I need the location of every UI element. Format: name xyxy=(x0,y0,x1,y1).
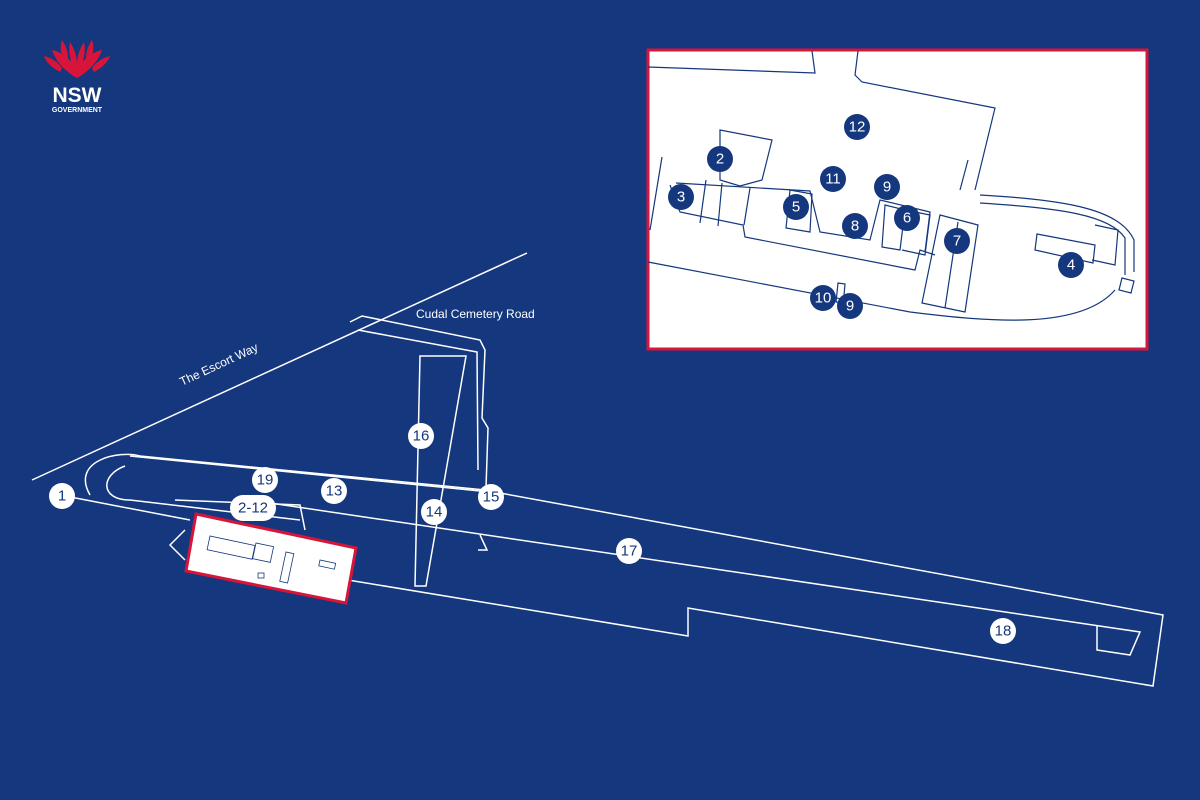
map-marker[interactable]: 7 xyxy=(944,228,970,254)
loop-road xyxy=(59,453,486,521)
map-marker[interactable]: 10 xyxy=(810,285,836,311)
map-marker[interactable]: 8 xyxy=(842,213,868,239)
map-marker[interactable]: 4 xyxy=(1058,252,1084,278)
cemetery-road xyxy=(349,315,489,489)
marker-label: 17 xyxy=(621,543,638,560)
inset-map: 12 2 11 9 3 5 xyxy=(646,48,1149,351)
map-marker[interactable]: 1 xyxy=(49,483,75,509)
inset-outlines xyxy=(647,50,1135,321)
cemetery-road-label: Cudal Cemetery Road xyxy=(416,307,535,321)
map-marker[interactable]: 6 xyxy=(894,205,920,231)
map-marker[interactable]: 9 xyxy=(837,293,863,319)
marker-label: 16 xyxy=(413,428,430,445)
marker-label: 9 xyxy=(846,298,854,315)
marker-label: 12 xyxy=(849,119,866,136)
logo-sub-text: GOVERNMENT xyxy=(52,107,103,114)
waratah-icon xyxy=(44,40,110,78)
site-highlight-box xyxy=(184,512,358,605)
marker-label: 2-12 xyxy=(238,500,268,517)
marker-label: 2 xyxy=(716,151,724,168)
map-marker[interactable]: 18 xyxy=(990,618,1016,644)
logo-main-text: NSW xyxy=(53,84,102,107)
roads xyxy=(31,252,528,521)
cemetery-road-edge xyxy=(357,329,479,471)
marker-label: 19 xyxy=(257,472,274,489)
main-markers: 1 19 13 2-12 14 15 16 17 xyxy=(49,423,1016,644)
marker-label: 6 xyxy=(903,210,911,227)
map-marker[interactable]: 19 xyxy=(252,467,278,493)
map-marker[interactable]: 11 xyxy=(820,166,846,192)
marker-label: 11 xyxy=(825,171,841,188)
inset-markers: 12 2 11 9 3 5 xyxy=(668,114,1084,319)
map-marker[interactable]: 13 xyxy=(321,478,347,504)
marker-label: 10 xyxy=(815,290,832,307)
marker-label: 5 xyxy=(792,199,800,216)
marker-label: 14 xyxy=(426,504,443,521)
marker-label: 3 xyxy=(677,189,685,206)
nsw-government-logo: NSW GOVERNMENT xyxy=(44,40,110,114)
map-marker[interactable]: 12 xyxy=(844,114,870,140)
marker-label: 13 xyxy=(326,483,343,500)
map-marker[interactable]: 2 xyxy=(707,146,733,172)
marker-label: 1 xyxy=(58,488,66,505)
marker-label: 7 xyxy=(953,233,961,250)
marker-label: 9 xyxy=(883,179,891,196)
map-marker[interactable]: 2-12 xyxy=(230,495,276,521)
map-marker[interactable]: 9 xyxy=(874,174,900,200)
map-marker[interactable]: 5 xyxy=(783,194,809,220)
map-marker[interactable]: 14 xyxy=(421,499,447,525)
escort-way-road xyxy=(31,252,528,481)
marker-label: 18 xyxy=(995,623,1012,640)
map-marker[interactable]: 15 xyxy=(478,484,504,510)
map-marker[interactable]: 17 xyxy=(616,538,642,564)
map-marker[interactable]: 3 xyxy=(668,184,694,210)
marker-label: 8 xyxy=(851,218,859,235)
marker-label: 15 xyxy=(483,489,500,506)
map-marker[interactable]: 16 xyxy=(408,423,434,449)
marker-label: 4 xyxy=(1067,257,1075,274)
